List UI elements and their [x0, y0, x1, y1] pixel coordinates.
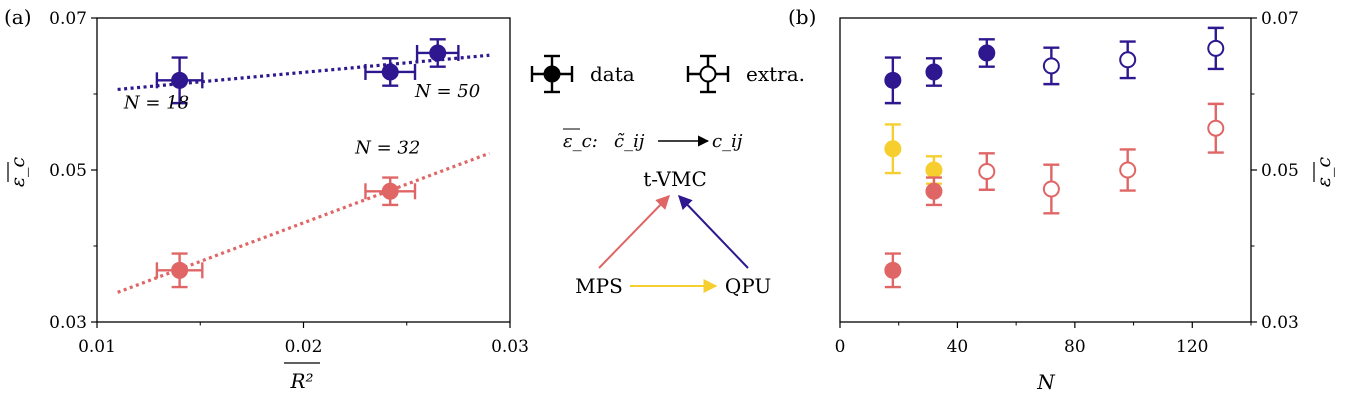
arrow-qpu-to-tvmc	[678, 194, 749, 269]
legend-label-extra: extra.	[746, 62, 805, 86]
diagram-caption-lhs: ε_c:	[563, 131, 598, 152]
workflow-diagram: ε_c: c̃_ij c_ij t-VMC MPS QPU	[563, 128, 771, 298]
svg-text:R²: R²	[289, 369, 313, 393]
panel-a-xlabel: R²	[284, 362, 320, 393]
data-point-blue-open	[1119, 40, 1137, 80]
legend-marker-filled	[530, 54, 574, 94]
data-point-red-filled	[925, 176, 943, 207]
data-point-red-filled	[884, 252, 902, 289]
legend: data extra.	[530, 54, 805, 94]
data-point-red-open	[1207, 102, 1225, 154]
panel-b-xtick-label: 120	[1176, 337, 1208, 357]
svg-text:ε_c: ε_c	[7, 156, 29, 187]
panel-a-ytick-label: 0.07	[49, 9, 87, 29]
panel-b-label: (b)	[788, 5, 816, 29]
panel-a-ytick-label: 0.03	[49, 313, 87, 333]
diagram-node-tvmc: t-VMC	[643, 167, 707, 191]
data-point-red	[364, 176, 417, 207]
svg-text:ε_c: ε_c	[1313, 156, 1335, 187]
arrow-mps-to-tvmc	[598, 194, 670, 269]
annotation-n: N = 18	[123, 92, 189, 113]
legend-label-data: data	[590, 62, 635, 86]
data-point-red-open	[1042, 163, 1060, 215]
panel-b-ytick-label: 0.03	[1261, 313, 1299, 333]
data-point-blue-filled	[978, 38, 996, 68]
panel-b-xtick-label: 0	[835, 337, 846, 357]
panel-a-xtick-label: 0.02	[285, 337, 323, 357]
panel-b-xlabel: N	[1036, 370, 1056, 394]
panel-b: (b) 0 40 80 120 0.03 0.05 0.07 N ε_c	[788, 5, 1335, 394]
diagram-node-mps: MPS	[575, 274, 623, 298]
panel-b-xtick-label: 80	[1064, 337, 1086, 357]
panel-a-ytick-label: 0.05	[49, 161, 87, 181]
data-point-red-open	[978, 152, 996, 191]
legend-marker-open	[686, 54, 730, 94]
panel-b-ylabel: ε_c	[1313, 156, 1335, 187]
panel-a-xtick-label: 0.01	[78, 337, 116, 357]
panel-a-xtick-label: 0.03	[491, 337, 529, 357]
diagram-node-qpu: QPU	[725, 274, 771, 298]
data-point-red	[155, 252, 204, 289]
data-point-blue-filled	[884, 56, 902, 105]
annotation-n: N = 32	[354, 137, 420, 158]
data-point-blue-open	[1042, 46, 1060, 86]
panel-b-ytick-label: 0.07	[1261, 9, 1299, 29]
data-point-blue-filled	[925, 57, 943, 87]
panel-a: (a) 0.01 0.02 0.03 0.03 0.05 0.07 N = 18 N = 3…	[4, 5, 529, 393]
panel-a-label: (a)	[4, 5, 32, 29]
diagram-caption-to: c_ij	[712, 131, 743, 152]
panel-a-ylabel: ε_c	[7, 156, 29, 187]
data-point-blue	[364, 57, 417, 87]
data-point-yellow-filled	[884, 123, 902, 175]
diagram-caption-from: c̃_ij	[614, 131, 645, 152]
data-point-blue-open	[1207, 26, 1225, 71]
data-point-red-open	[1119, 148, 1137, 192]
data-point-yellow-filled	[925, 155, 943, 185]
data-point-blue	[155, 56, 204, 105]
panel-b-ytick-label: 0.05	[1261, 161, 1299, 181]
annotation-n: N = 50	[414, 81, 480, 102]
data-point-blue	[415, 38, 460, 68]
panel-b-xtick-label: 40	[947, 337, 969, 357]
